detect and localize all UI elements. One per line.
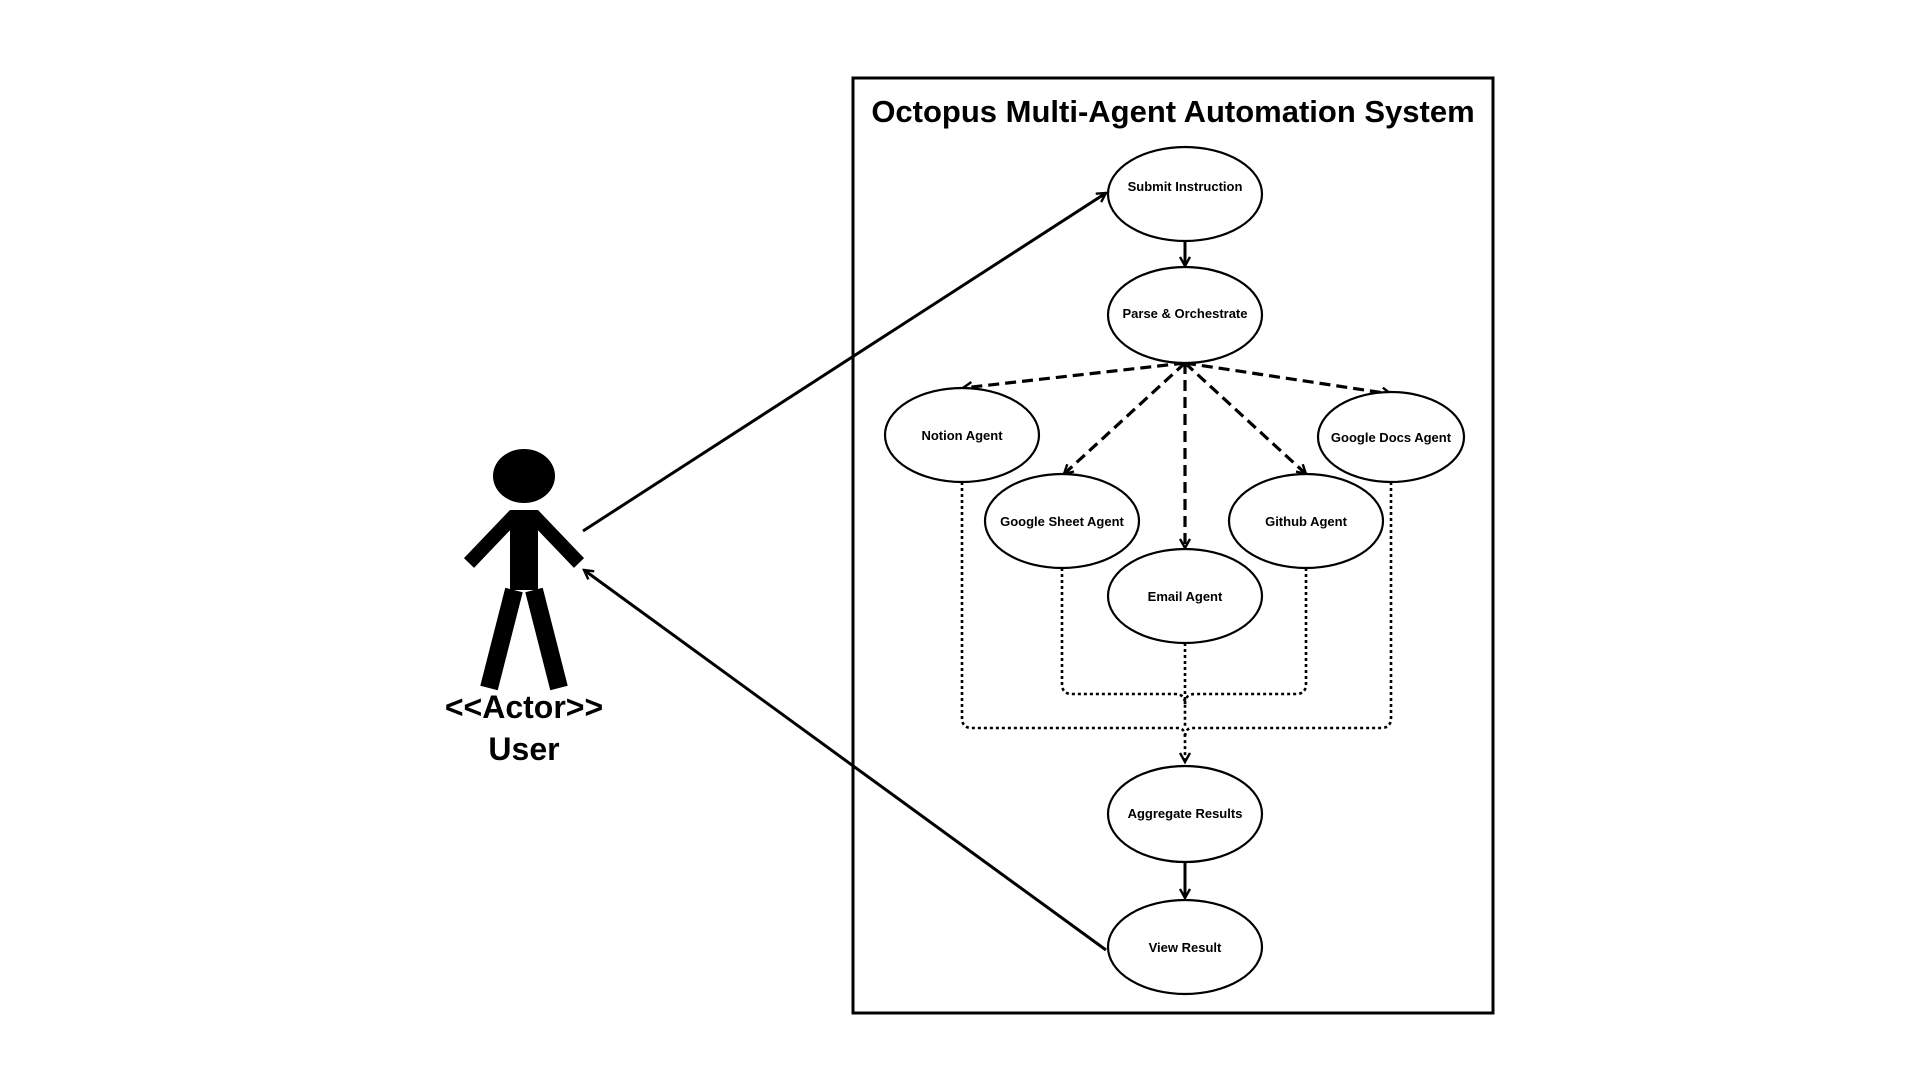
result-path-notion	[960, 482, 1185, 762]
dispatch-google-docs	[1184, 361, 1391, 394]
dispatch-google-sheet	[1064, 361, 1187, 474]
actor-arms	[463, 510, 585, 568]
use-case-ellipse	[883, 386, 1041, 484]
use-case-label: Google Docs Agent	[1331, 430, 1452, 445]
use-case-label: Notion Agent	[921, 428, 1003, 443]
use-case-ellipse	[983, 472, 1141, 570]
system-boundary	[851, 76, 1495, 1015]
use-case-notion-agent: Notion Agent	[883, 386, 1041, 484]
actor-left-leg	[480, 587, 523, 691]
use-case-ellipse	[1106, 547, 1264, 645]
use-case-submit-instruction: Submit Instruction	[1106, 145, 1264, 243]
use-case-email-agent: Email Agent	[1106, 547, 1264, 645]
use-case-label: Email Agent	[1148, 589, 1223, 604]
use-case-label: Aggregate Results	[1128, 806, 1243, 821]
actor-stereotype: <<Actor>>	[445, 689, 603, 725]
use-case-ellipse	[1106, 898, 1264, 996]
result-path-github	[1183, 568, 1308, 705]
association-user-submit	[582, 193, 1106, 533]
use-case-ellipse	[1106, 764, 1264, 864]
use-case-label: Parse & Orchestrate	[1122, 306, 1247, 321]
use-case-ellipse	[1227, 472, 1385, 570]
use-case-aggregate-results: Aggregate Results	[1106, 764, 1264, 864]
use-case-github-agent: Github Agent	[1227, 472, 1385, 570]
use-case-google-docs-agent: Google Docs Agent	[1316, 390, 1466, 484]
system-title: Octopus Multi-Agent Automation System	[871, 94, 1474, 129]
use-case-google-sheet-agent: Google Sheet Agent	[983, 472, 1141, 570]
actor-figure	[463, 449, 585, 691]
actor-right-leg	[525, 587, 568, 691]
use-case-ellipse	[1106, 265, 1264, 365]
actor-head	[493, 449, 555, 503]
use-case-ellipse	[1316, 390, 1466, 484]
use-case-ellipse	[1106, 145, 1264, 243]
association-view-user	[584, 570, 1107, 952]
dispatch-notion	[963, 361, 1186, 388]
result-path-google-docs	[1183, 482, 1393, 739]
actor-name: User	[488, 731, 559, 767]
dispatch-github	[1183, 361, 1306, 474]
use-case-label: Google Sheet Agent	[1000, 514, 1124, 529]
use-case-parse-orchestrate: Parse & Orchestrate	[1106, 265, 1264, 365]
result-paths	[960, 482, 1393, 762]
orchestration-arrows	[963, 361, 1391, 548]
use-case-label: View Result	[1149, 940, 1222, 955]
use-case-label: Github Agent	[1265, 514, 1348, 529]
use-case-label: Submit Instruction	[1128, 179, 1243, 194]
use-case-view-result: View Result	[1106, 898, 1264, 996]
